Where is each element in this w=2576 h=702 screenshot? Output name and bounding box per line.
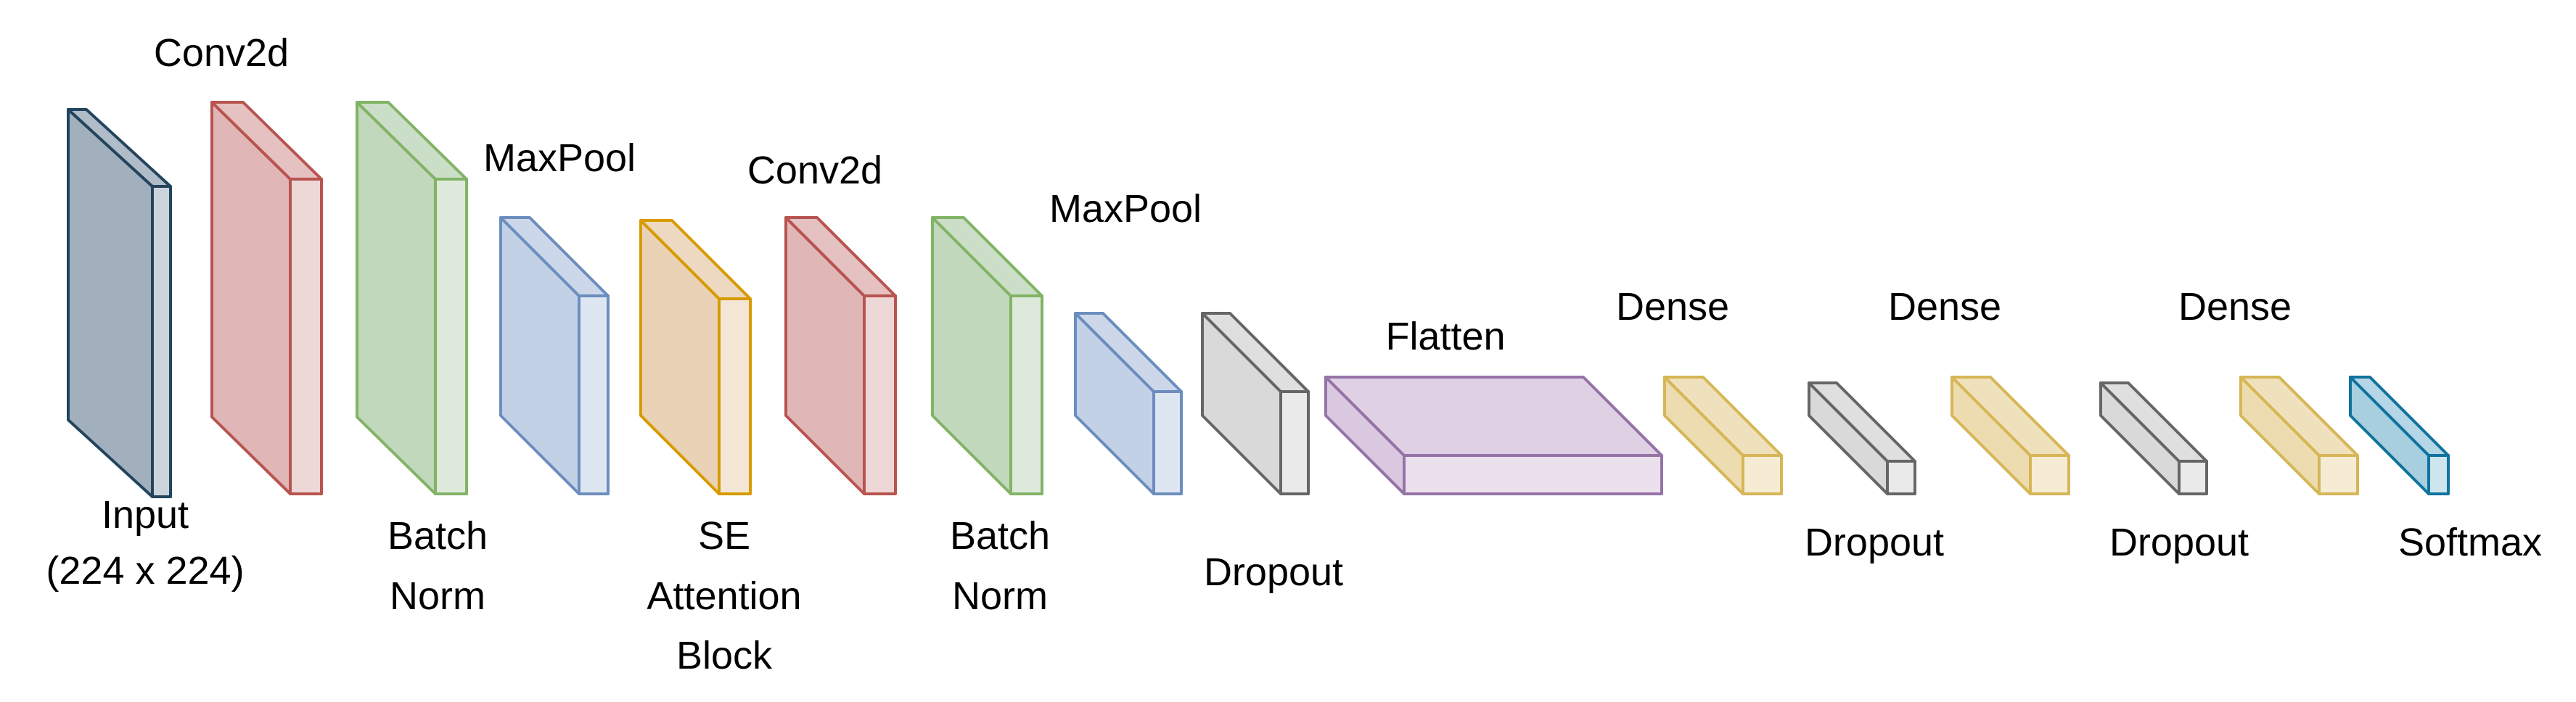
layer-front-face (1009, 294, 1043, 495)
flatten-label: Flatten (1385, 315, 1505, 358)
layer-block-dense3 (2239, 376, 2359, 495)
layer-block-maxpool2 (1074, 312, 1183, 495)
dense-label-1: Dense (1616, 285, 1729, 329)
layer-block-bn2 (931, 216, 1043, 495)
layer-block-maxpool1 (499, 216, 610, 495)
dense-label-3: Dense (2178, 285, 2292, 329)
layer-labels: Input (224 x 224) Conv2d Batch Norm MaxP… (46, 31, 2542, 677)
layer-block-dropout3 (2099, 381, 2208, 495)
layer-block-dropout1 (1201, 312, 1310, 495)
se-label-1: SE (698, 514, 750, 558)
batchnorm-label-2a: Batch (950, 514, 1050, 558)
conv2d-label-1: Conv2d (154, 31, 289, 75)
layer-front-face (2029, 454, 2070, 495)
maxpool-label-1: MaxPool (483, 136, 636, 180)
layer-block-se (639, 219, 752, 495)
layer-front-face (2318, 454, 2359, 495)
layer-front-face (718, 297, 752, 495)
layer-block-dropout2 (1808, 381, 1916, 495)
layer-block-flatten (1324, 376, 1663, 495)
layer-front-face (578, 294, 610, 495)
layer-front-face (2427, 454, 2450, 495)
layer-front-face (1886, 460, 1916, 495)
layer-front-face (1403, 454, 1663, 495)
conv2d-label-2: Conv2d (747, 149, 882, 192)
layer-front-face (151, 185, 172, 498)
layer-front-face (1742, 454, 1783, 495)
input-label: Input (102, 493, 189, 537)
layer-block-input (67, 108, 172, 498)
layer-block-dense2 (1951, 376, 2070, 495)
layer-front-face (434, 178, 468, 495)
dropout-label-2: Dropout (1805, 521, 1944, 564)
layer-front-face (1279, 390, 1310, 495)
layer-front-face (1152, 390, 1183, 495)
layer-block-bn1 (356, 101, 468, 495)
se-label-2: Attention (647, 574, 801, 618)
input-size-label: (224 x 224) (46, 549, 244, 592)
softmax-label: Softmax (2398, 521, 2542, 564)
maxpool-label-2: MaxPool (1049, 187, 1202, 231)
layer-front-face (863, 294, 897, 495)
dropout-label-1: Dropout (1204, 550, 1343, 594)
layer-block-conv2 (784, 216, 897, 495)
batchnorm-label-2b: Norm (952, 574, 1048, 618)
layer-blocks (67, 101, 2450, 498)
dropout-label-3: Dropout (2109, 521, 2249, 564)
se-label-3: Block (676, 634, 773, 677)
batchnorm-label-1a: Batch (387, 514, 488, 558)
layer-block-conv1 (210, 101, 323, 495)
layer-front-face (289, 178, 323, 495)
dense-label-2: Dense (1888, 285, 2001, 329)
batchnorm-label-1b: Norm (390, 574, 485, 618)
layer-front-face (2178, 460, 2208, 495)
layer-block-dense1 (1663, 376, 1783, 495)
layer-block-softmax (2349, 376, 2450, 495)
